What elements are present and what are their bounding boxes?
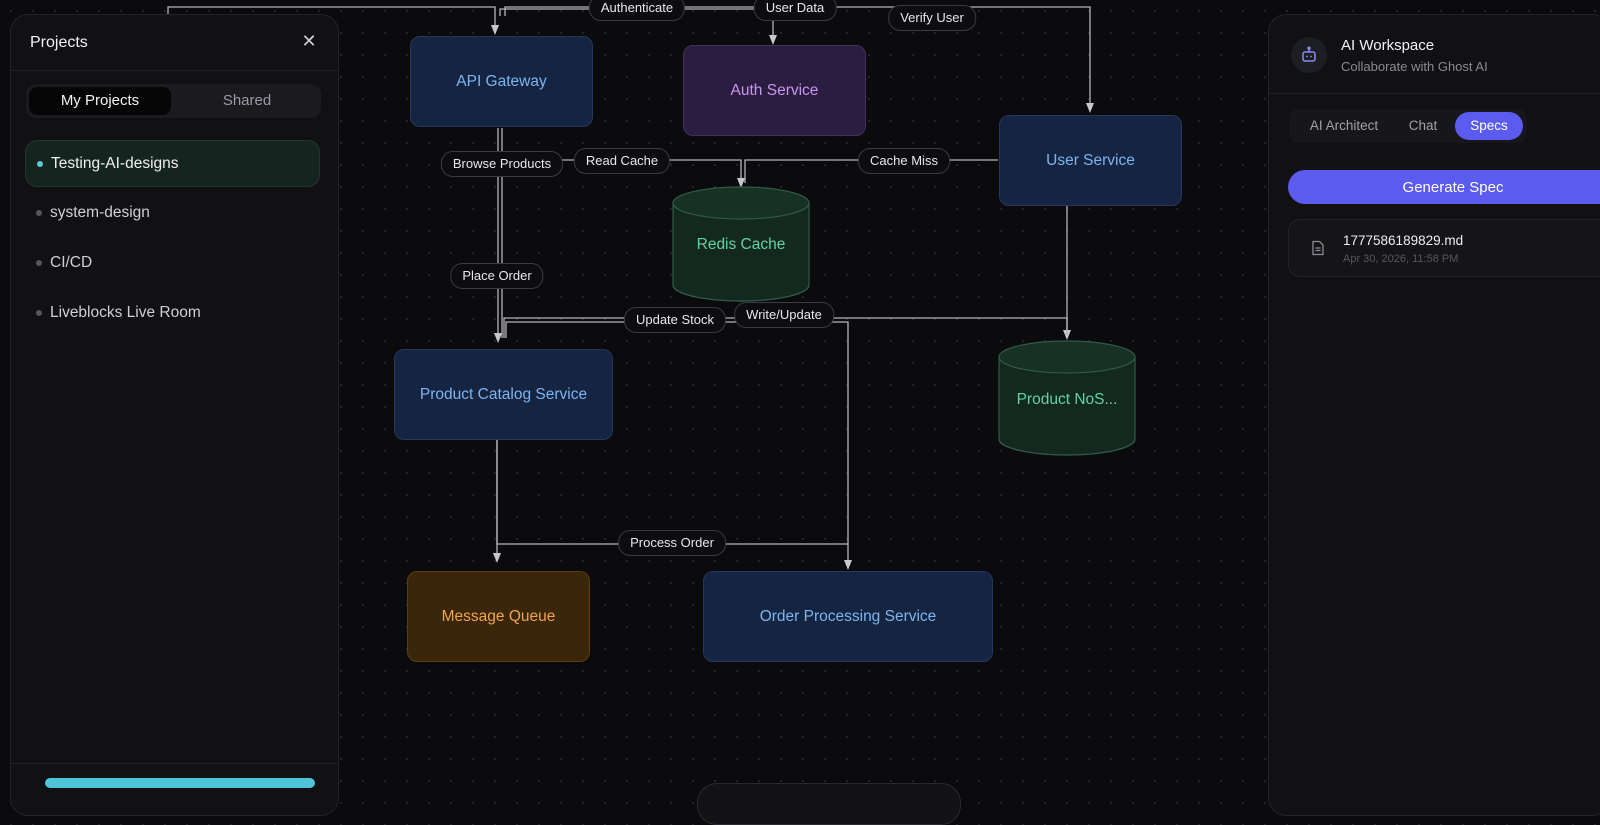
edge-label-user-data[interactable]: User Data	[753, 0, 837, 21]
dot-icon	[36, 210, 42, 216]
projects-footer	[11, 763, 338, 824]
node-message-queue[interactable]: Message Queue	[407, 571, 590, 662]
ai-workspace-title: AI Workspace	[1341, 37, 1435, 54]
ai-workspace-subtitle: Collaborate with Ghost AI	[1341, 59, 1488, 74]
tab-shared[interactable]: Shared	[222, 92, 272, 109]
edge-authenticate	[167, 6, 499, 35]
projects-title: Projects	[30, 34, 88, 51]
edge-label-read-cache[interactable]: Read Cache	[573, 148, 671, 174]
edge-label-process-order[interactable]: Process Order	[618, 530, 726, 556]
edge-label-update-stock[interactable]: Update Stock	[623, 307, 727, 333]
divider	[1269, 93, 1600, 94]
node-api-gateway[interactable]: API Gateway	[410, 36, 593, 127]
new-project-button[interactable]	[45, 778, 315, 788]
spec-file-item[interactable]: 1777586189829.md Apr 30, 2026, 11:58 PM	[1288, 219, 1600, 277]
edge-label-cache-miss[interactable]: Cache Miss	[858, 148, 950, 174]
ai-workspace-panel: AI Workspace Collaborate with Ghost AI A…	[1268, 14, 1600, 816]
project-item-ci-cd[interactable]: CI/CD	[25, 240, 318, 285]
dot-icon	[36, 260, 42, 266]
tab-my-projects[interactable]: My Projects	[29, 87, 171, 115]
close-icon[interactable]: ✕	[301, 31, 317, 51]
project-item-label: Testing-AI-designs	[51, 155, 179, 172]
project-item-label: CI/CD	[50, 254, 93, 271]
project-item-label: Liveblocks Live Room	[50, 304, 201, 321]
project-item-liveblocks-live-room[interactable]: Liveblocks Live Room	[25, 290, 318, 335]
robot-icon	[1291, 37, 1327, 73]
projects-panel: Projects ✕ My Projects Shared Testing-AI…	[10, 14, 339, 816]
project-item-testing-ai-designs[interactable]: Testing-AI-designs	[25, 140, 320, 187]
spec-file-name: 1777586189829.md	[1343, 233, 1464, 248]
node-auth-service[interactable]: Auth Service	[683, 45, 866, 136]
projects-segmented-control: My Projects Shared	[26, 84, 321, 118]
tab-ai-architect[interactable]: AI Architect	[1309, 118, 1379, 133]
spec-file-date: Apr 30, 2026, 11:58 PM	[1343, 253, 1459, 265]
edge-label-verify-user[interactable]: Verify User	[888, 5, 976, 31]
node-order-processing-service[interactable]: Order Processing Service	[703, 571, 993, 662]
node-user-service[interactable]: User Service	[999, 115, 1182, 206]
edge-label-place-order[interactable]: Place Order	[450, 263, 544, 289]
redis-cache-cylinder	[672, 186, 810, 302]
edge-label-browse-products[interactable]: Browse Products	[440, 151, 564, 177]
ai-tabs: AI Architect Chat Specs	[1289, 109, 1527, 143]
tab-chat[interactable]: Chat	[1408, 118, 1438, 133]
edge-label-write-update[interactable]: Write/Update	[734, 302, 834, 328]
active-dot-icon	[37, 161, 43, 167]
canvas-toolbar[interactable]	[697, 783, 961, 825]
generate-spec-button[interactable]: Generate Spec	[1288, 170, 1600, 204]
project-item-system-design[interactable]: system-design	[25, 190, 318, 235]
project-item-label: system-design	[50, 204, 150, 221]
product-nosql-cylinder	[998, 340, 1136, 456]
node-product-catalog-service[interactable]: Product Catalog Service	[394, 349, 613, 440]
file-icon	[1312, 240, 1324, 256]
tab-specs[interactable]: Specs	[1455, 112, 1523, 140]
dot-icon	[36, 310, 42, 316]
edge-label-authenticate[interactable]: Authenticate	[588, 0, 686, 21]
projects-header: Projects ✕	[11, 15, 338, 71]
edge-process-order	[496, 438, 848, 545]
